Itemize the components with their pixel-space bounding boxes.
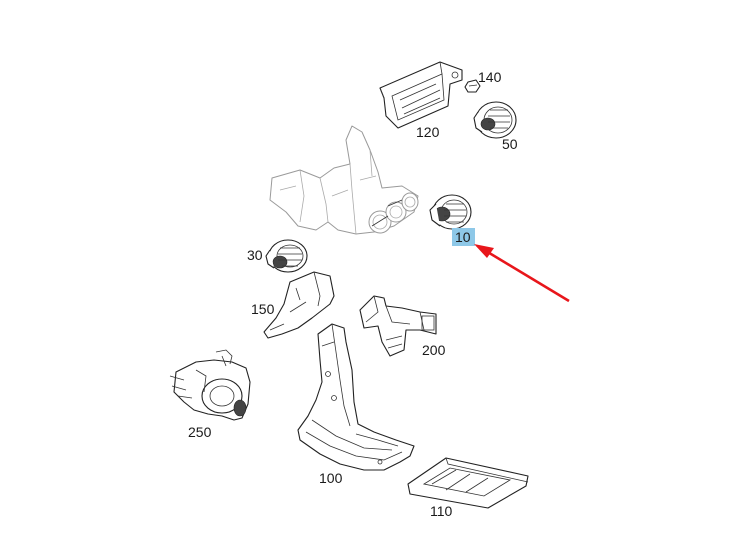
part-110-drawing[interactable]	[407, 457, 529, 509]
red-arrow-icon	[474, 244, 570, 303]
part-250-drawing[interactable]	[169, 349, 251, 421]
part-10-drawing[interactable]	[429, 194, 472, 230]
part-30-drawing[interactable]	[265, 239, 308, 273]
main-duct-assembly-drawing	[269, 125, 419, 235]
label-110[interactable]: 110	[430, 503, 453, 519]
label-140[interactable]: 140	[478, 69, 502, 85]
label-10[interactable]: 10	[455, 229, 471, 245]
part-140-drawing[interactable]	[464, 79, 481, 93]
label-200[interactable]: 200	[422, 342, 446, 358]
label-50[interactable]: 50	[502, 136, 518, 152]
label-10-highlight	[452, 228, 475, 246]
part-150-drawing[interactable]	[263, 271, 335, 339]
part-100-drawing[interactable]	[297, 323, 415, 471]
label-30[interactable]: 30	[247, 247, 263, 263]
part-50-drawing[interactable]	[473, 101, 517, 139]
label-250[interactable]: 250	[188, 424, 212, 440]
label-120[interactable]: 120	[416, 124, 440, 140]
part-200-drawing[interactable]	[359, 295, 437, 357]
part-120-drawing[interactable]	[379, 61, 463, 129]
label-100[interactable]: 100	[319, 470, 343, 486]
label-150[interactable]: 150	[251, 301, 275, 317]
